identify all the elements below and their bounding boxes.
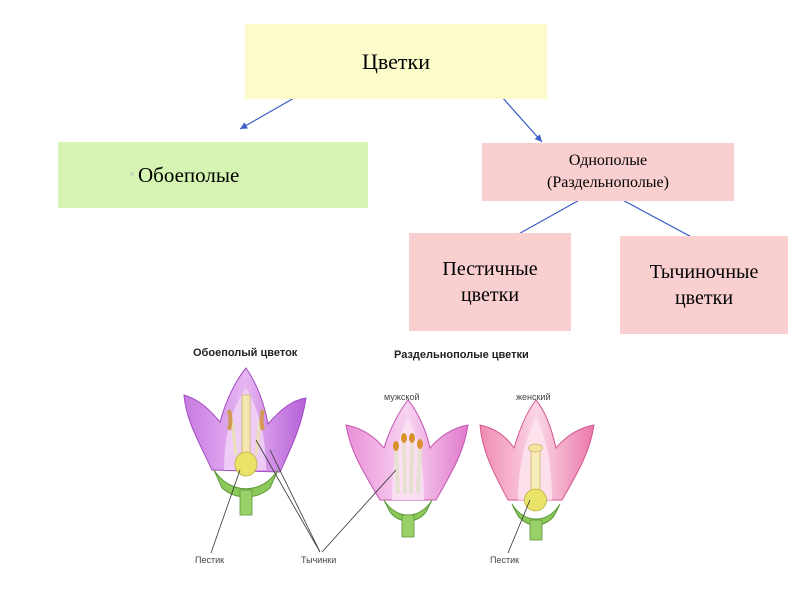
root-label: Цветки: [362, 48, 430, 74]
figure-label-stamens: Тычинки: [301, 555, 337, 565]
pistillate-label-line1: Пестичные: [442, 258, 538, 280]
bisexual-flower: [183, 367, 307, 516]
figure-title-bisexual: Обоеполый цветок: [193, 347, 298, 359]
unisexual-label-line1: Однополые: [568, 152, 648, 169]
pistillate-node: Пестичные цветки: [409, 233, 571, 331]
figure-label-pistil: Пестик: [195, 555, 225, 565]
staminate-label-line1: Тычиночные: [649, 261, 759, 283]
staminate-node: Тычиночные цветки: [620, 236, 788, 334]
staminate-label-line2: цветки: [674, 287, 734, 309]
unisexual-label-line2: (Раздельнополые): [547, 174, 669, 191]
figure-label-male: мужской: [384, 392, 420, 402]
figure-label-pistil-2: Пестик: [490, 555, 520, 565]
male-flower: [345, 399, 469, 538]
bisexual-node: Обоеполые: [58, 142, 368, 208]
female-flower: [479, 399, 595, 541]
unisexual-node: Однополые (Раздельнополые): [482, 143, 734, 201]
figure-title-unisexual: Раздельнополые цветки: [394, 349, 529, 361]
figure-label-female: женский: [516, 392, 551, 402]
bisexual-label: Обоеполые: [138, 162, 240, 187]
pistillate-label-line2: цветки: [460, 284, 520, 306]
bullet-icon: [130, 172, 134, 176]
pointer-lines: [210, 439, 531, 554]
root-node: Цветки: [245, 24, 547, 99]
